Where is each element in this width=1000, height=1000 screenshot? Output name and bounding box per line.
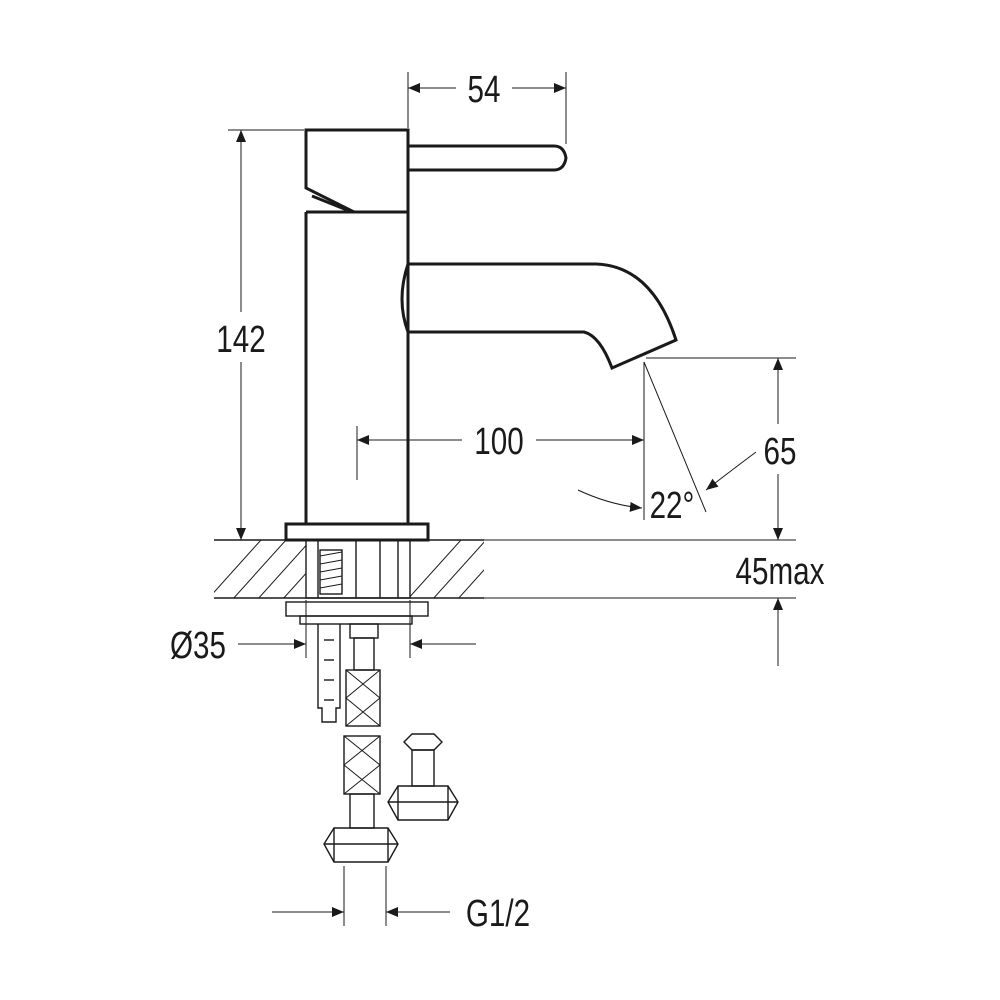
- label-lever-reach: 54: [468, 69, 501, 111]
- label-spout-reach: 100: [474, 421, 523, 463]
- dimension-height: 142: [216, 129, 304, 540]
- dimension-deck-thickness: 45max: [484, 539, 825, 666]
- deck-section: [214, 539, 484, 625]
- dimension-connection-thread: G1/2: [272, 866, 530, 935]
- mounting-shank: [305, 539, 411, 599]
- braided-hose-lower: [343, 735, 381, 795]
- spout: [400, 262, 678, 371]
- base-flange: [284, 522, 430, 542]
- deck-hatch-left: [214, 540, 306, 598]
- dimension-spout-angle: 22°: [577, 361, 757, 527]
- label-base-diameter: Ø35: [170, 625, 226, 667]
- dimension-spout-reach: 100: [356, 362, 645, 520]
- label-height: 142: [216, 319, 265, 361]
- dimension-lever-reach: 54: [407, 69, 567, 144]
- backnut: [285, 601, 429, 617]
- deck-hatch-right: [410, 540, 484, 598]
- label-spout-angle: 22°: [650, 485, 695, 527]
- handle-cap-chamfer: [311, 194, 353, 214]
- dimension-base-diameter: Ø35: [170, 600, 476, 667]
- label-connection-thread: G1/2: [466, 893, 530, 935]
- dimension-spout-height: 65: [646, 357, 797, 540]
- threaded-rod: [317, 624, 341, 723]
- label-deck-thickness: 45max: [736, 551, 825, 593]
- lever-handle: [408, 144, 568, 172]
- faucet-body: [284, 128, 678, 542]
- tail-connector: [403, 733, 443, 751]
- label-spout-height: 65: [764, 431, 797, 473]
- connections: [317, 623, 459, 863]
- hose-nut: [323, 827, 399, 863]
- braided-hose-upper: [345, 669, 381, 727]
